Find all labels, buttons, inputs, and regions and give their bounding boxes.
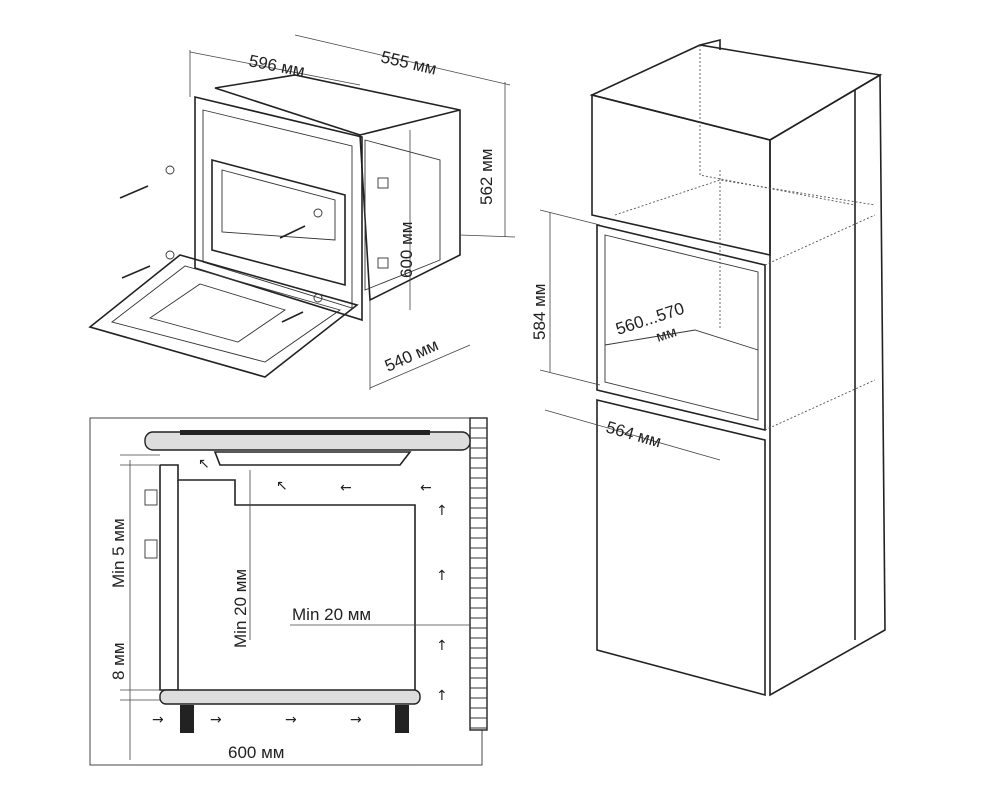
brick-wall bbox=[469, 417, 488, 731]
cabinet-width-label: 564 мм bbox=[604, 418, 664, 452]
svg-text:←: ← bbox=[420, 480, 432, 496]
svg-text:→: → bbox=[350, 712, 362, 728]
oven-drawing: 596 мм 555 мм 562 мм 600 мм 540 мм bbox=[88, 34, 516, 390]
cabinet-upper-section bbox=[591, 93, 771, 256]
mounting-bracket bbox=[377, 257, 389, 269]
oven-front-height-label: 600 мм bbox=[397, 222, 416, 278]
hob bbox=[180, 430, 430, 435]
svg-text:↖: ↖ bbox=[276, 478, 288, 494]
svg-text:→: → bbox=[152, 712, 164, 728]
mounting-bracket bbox=[377, 177, 389, 189]
top-gap-label: Min 20 мм bbox=[231, 569, 250, 648]
oven-cavity bbox=[211, 158, 346, 287]
section-width-label: 600 мм bbox=[228, 743, 284, 762]
svg-text:←: ← bbox=[340, 480, 352, 496]
oven-height-label: 562 мм bbox=[477, 149, 496, 205]
rear-gap-label: Min 20 мм bbox=[292, 605, 371, 624]
oven-depth-label: 555 мм bbox=[379, 47, 438, 78]
niche-height-label: 584 мм bbox=[530, 284, 549, 340]
svg-text:↑: ↑ bbox=[436, 638, 448, 654]
screw-icon bbox=[119, 165, 323, 323]
svg-text:→: → bbox=[285, 712, 297, 728]
hob-body bbox=[213, 451, 412, 466]
bottom-gap-label: 8 мм bbox=[109, 642, 128, 680]
svg-text:↑: ↑ bbox=[436, 503, 448, 519]
svg-text:↑: ↑ bbox=[436, 568, 448, 584]
svg-text:→: → bbox=[210, 712, 222, 728]
shelf bbox=[159, 689, 421, 705]
cabinet-side-panel bbox=[769, 73, 886, 697]
svg-text:↖: ↖ bbox=[198, 456, 210, 472]
side-gap-label: Min 5 мм bbox=[109, 518, 128, 588]
oven-front-frame bbox=[194, 95, 363, 322]
cabinet-lower-door bbox=[596, 398, 766, 697]
cabinet-drawing: 584 мм 560...570 мм 564 мм bbox=[530, 38, 886, 697]
svg-text:↑: ↑ bbox=[436, 688, 448, 704]
airflow-arrow-icon: → → → → ↑ ↑ ↑ ↑ ← ← ↖ ↖ bbox=[152, 456, 448, 728]
oven-door bbox=[88, 254, 359, 378]
niche-width-unit: мм bbox=[654, 323, 679, 346]
section-drawing: → → → → ↑ ↑ ↑ ↑ ← ← ↖ ↖ Min 5 мм Min 20 мм Min 20… bbox=[89, 417, 488, 766]
oven-body-depth-label: 540 мм bbox=[382, 335, 441, 375]
oven-width-label: 596 мм bbox=[247, 51, 306, 80]
